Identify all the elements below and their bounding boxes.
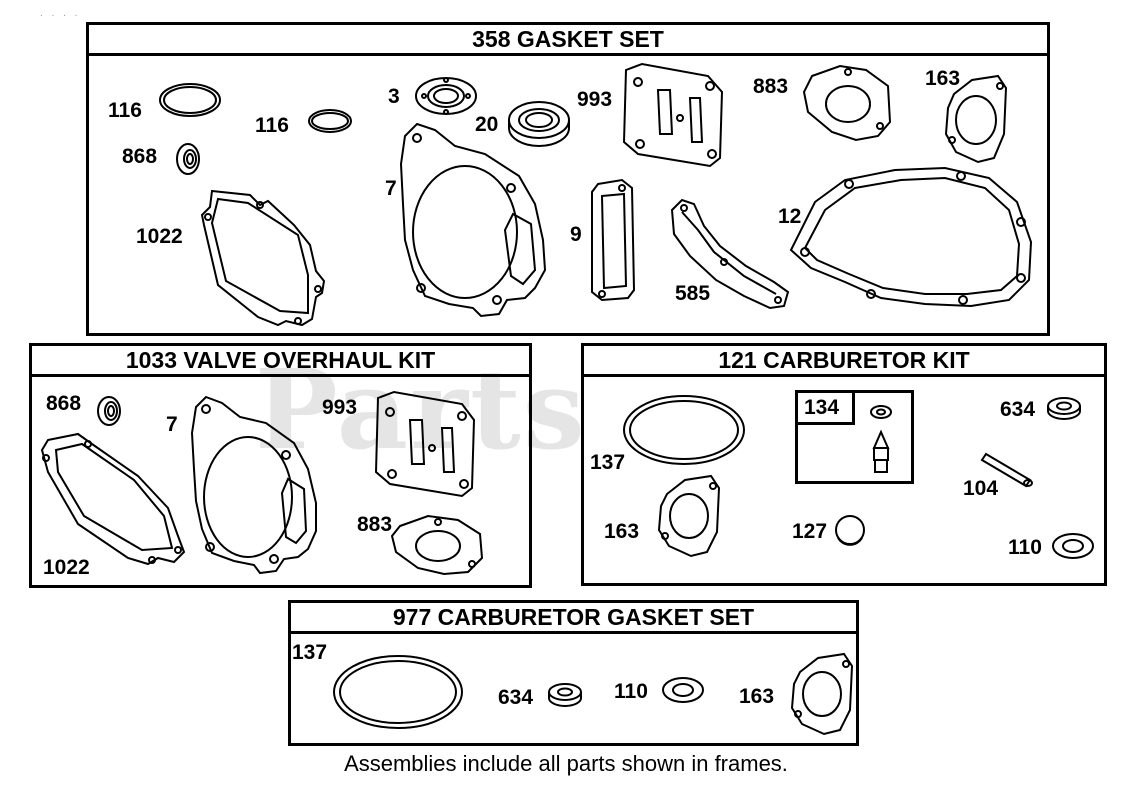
frame-title: 121 CARBURETOR KIT — [584, 346, 1104, 377]
label-163: 163 — [739, 685, 775, 708]
label-104: 104 — [963, 477, 999, 500]
label-110: 110 — [614, 680, 648, 703]
seal-3-icon — [415, 77, 477, 115]
frame-gasket-set: 358 GASKET SET — [86, 22, 1050, 336]
gasket-1022-icon — [40, 432, 186, 566]
bearing-20-icon — [508, 101, 570, 147]
oring-116-large-icon — [159, 83, 221, 117]
frame-title: 1033 VALVE OVERHAUL KIT — [32, 346, 529, 377]
label-9: 9 — [570, 223, 582, 246]
seal-868-icon — [97, 396, 121, 426]
breather-gasket-993-icon — [374, 390, 476, 498]
label-868: 868 — [46, 392, 82, 415]
seal-868-icon — [176, 143, 200, 175]
gasket-883-icon — [390, 514, 484, 576]
label-137: 137 — [292, 641, 328, 664]
label-883: 883 — [357, 513, 393, 536]
washer-110-icon — [662, 677, 704, 703]
label-116-a: 116 — [108, 99, 142, 122]
label-116-b: 116 — [255, 114, 289, 137]
head-gasket-7-icon — [399, 122, 547, 318]
washer-110-icon — [1052, 533, 1094, 559]
label-993: 993 — [577, 88, 613, 111]
label-585: 585 — [675, 282, 711, 305]
label-3: 3 — [388, 85, 400, 108]
needle-valve-134-icon — [870, 405, 892, 473]
gasket-883-icon — [802, 64, 892, 142]
footnote: Assemblies include all parts shown in fr… — [344, 751, 788, 776]
label-20: 20 — [475, 113, 499, 136]
label-12: 12 — [778, 205, 802, 228]
label-127: 127 — [792, 520, 828, 543]
label-1022: 1022 — [136, 225, 183, 248]
label-134: 134 — [804, 396, 840, 419]
seal-634-icon — [548, 683, 582, 707]
label-7: 7 — [166, 413, 178, 436]
label-1022: 1022 — [43, 556, 90, 579]
subframe-134-label-box — [795, 390, 855, 425]
header-marks: . . . . — [40, 8, 81, 19]
head-gasket-7-icon — [190, 395, 317, 575]
gasket-163-icon — [657, 474, 721, 558]
plug-127-icon — [835, 515, 865, 546]
oring-116-small-icon — [308, 109, 352, 133]
breather-gasket-993-icon — [622, 62, 724, 168]
pin-104-icon — [980, 452, 1033, 488]
label-137: 137 — [590, 451, 626, 474]
oring-137-icon — [333, 655, 463, 729]
seal-634-icon — [1047, 397, 1081, 420]
frame-title: 358 GASKET SET — [89, 25, 1047, 56]
gasket-1022-icon — [200, 189, 326, 327]
gasket-163-icon — [790, 652, 854, 736]
label-7: 7 — [385, 177, 397, 200]
label-163: 163 — [604, 520, 640, 543]
gasket-585-icon — [670, 198, 790, 310]
label-883: 883 — [753, 75, 789, 98]
crankcase-gasket-12-icon — [789, 166, 1033, 308]
label-163: 163 — [925, 67, 961, 90]
label-993: 993 — [322, 396, 358, 419]
label-634: 634 — [498, 686, 534, 709]
oring-137-icon — [623, 395, 745, 465]
label-110: 110 — [1008, 536, 1042, 559]
label-634: 634 — [1000, 398, 1036, 421]
frame-title: 977 CARBURETOR GASKET SET — [291, 603, 856, 634]
gasket-9-icon — [591, 178, 636, 302]
label-868: 868 — [122, 145, 158, 168]
gasket-163-icon — [944, 74, 1008, 164]
